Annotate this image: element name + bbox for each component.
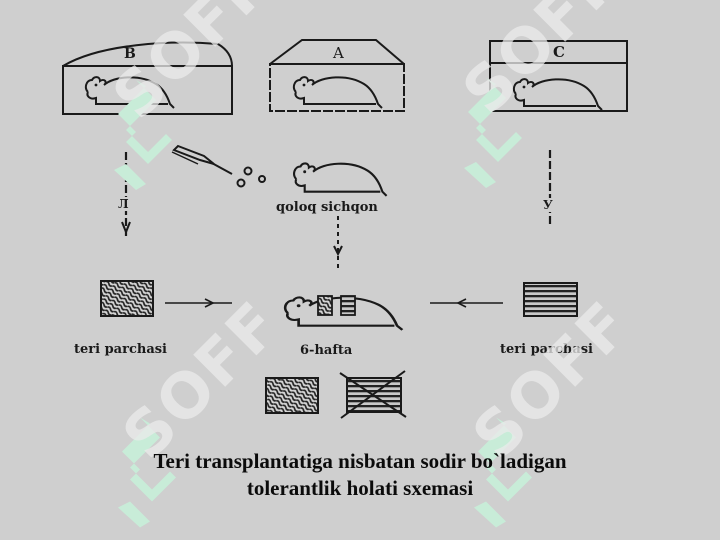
- center-down-arrow: [333, 216, 343, 268]
- outcome-rejected-patch: [339, 370, 407, 419]
- outcome-accepted-patch: [265, 377, 319, 414]
- cells-icon: [236, 166, 266, 188]
- caption-line-2: tolerantlik holati sxemasi: [246, 476, 474, 500]
- syringe-icon: [159, 141, 233, 175]
- recipient-label: 6-hafta: [300, 343, 353, 358]
- left-horizontal-arrow: [165, 298, 232, 308]
- left-arrow: [121, 152, 131, 236]
- skin-patch-right-label: teri parchasi: [500, 342, 593, 357]
- left-arrow-label: Л: [118, 197, 129, 211]
- cage-c-label: C: [553, 43, 565, 61]
- cage-b-label: B: [124, 46, 136, 62]
- newborn-mouse-label: qoloq sichqon: [276, 200, 378, 215]
- skin-patch-striped: [523, 282, 578, 317]
- diagram-caption: Teri transplantatiga nisbatan sodir bo`l…: [60, 448, 660, 502]
- cage-c: [489, 40, 628, 112]
- right-arrow-label: У: [543, 198, 553, 212]
- skin-patch-left-label: teri parchasi: [74, 342, 167, 357]
- newborn-mouse: [293, 162, 388, 197]
- right-horizontal-arrow: [430, 298, 503, 308]
- caption-line-1: Teri transplantatiga nisbatan sodir bo`l…: [153, 449, 567, 473]
- cage-a: [269, 39, 405, 112]
- cage-a-label: A: [333, 44, 344, 62]
- skin-patch-wavy: [100, 280, 154, 317]
